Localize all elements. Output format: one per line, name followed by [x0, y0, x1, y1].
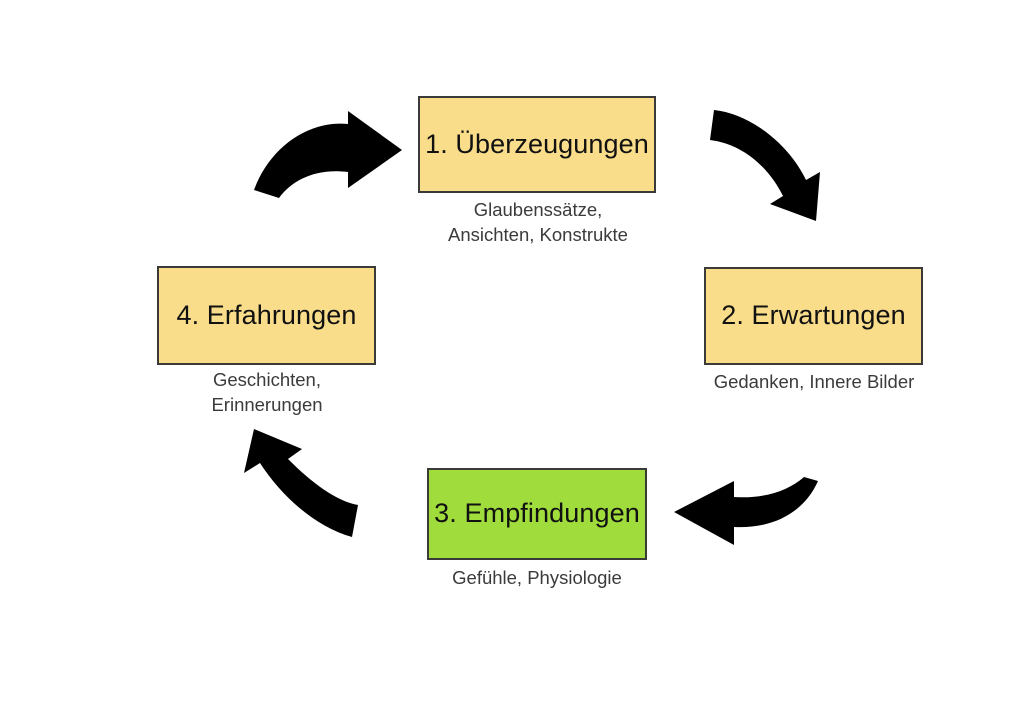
curved-arrow-icon	[254, 111, 402, 198]
node-box-4[interactable]: 4. Erfahrungen	[157, 266, 376, 365]
node-label-3: 3. Empfindungen	[434, 498, 640, 529]
curved-arrow-icon	[710, 110, 820, 221]
node-label-2: 2. Erwartungen	[721, 300, 906, 331]
curved-arrow-icon	[244, 429, 358, 537]
node-box-3[interactable]: 3. Empfindungen	[427, 468, 647, 560]
node-caption-4: Geschichten, Erinnerungen	[211, 369, 323, 415]
node-caption-1: Glaubenssätze, Ansichten, Konstrukte	[448, 199, 628, 245]
node-label-1: 1. Überzeugungen	[425, 128, 649, 159]
curved-arrow-icon	[674, 477, 818, 545]
node-box-2[interactable]: 2. Erwartungen	[704, 267, 923, 365]
node-label-4: 4. Erfahrungen	[176, 299, 357, 330]
arrow-from-node-3-to-node-4	[240, 427, 362, 539]
arrow-from-node-2-to-node-3	[672, 477, 820, 549]
arrow-from-node-1-to-node-2	[708, 108, 834, 223]
node-box-1[interactable]: 1. Überzeugungen	[418, 96, 656, 193]
node-caption-3: Gefühle, Physiologie	[452, 567, 622, 588]
node-caption-2: Gedanken, Innere Bilder	[713, 371, 915, 392]
arrow-from-node-4-to-node-1	[252, 110, 404, 200]
